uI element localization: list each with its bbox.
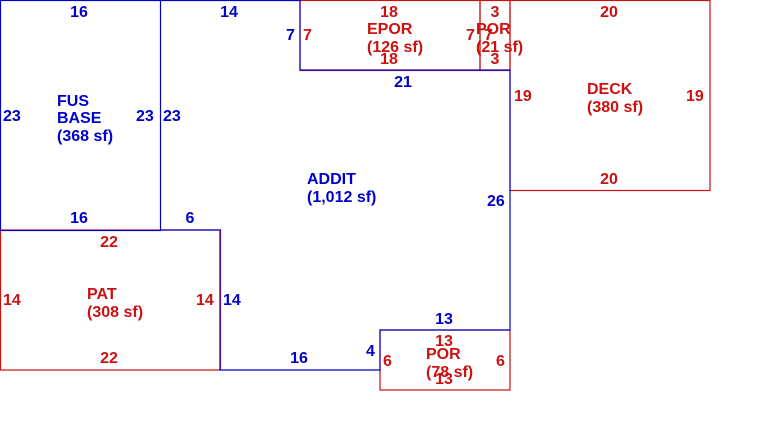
dim-pat-bottom: 22 <box>100 350 118 367</box>
dim-epor-left: 7 <box>303 27 312 44</box>
dim-porb-bottom: 13 <box>435 371 453 388</box>
blue-dimensions: 16 23 23 16 14 23 7 21 26 6 14 16 4 13 <box>3 4 505 367</box>
dim-por-top-top: 3 <box>491 4 500 21</box>
deck-label: DECK <box>587 81 633 98</box>
fus-base-outline <box>0 0 162 232</box>
por-bottom-area: (78 sf) <box>426 364 473 381</box>
dim-epor-bottom: 18 <box>380 51 398 68</box>
dim-addit-left: 23 <box>163 108 181 125</box>
epor-label: EPOR <box>367 21 413 38</box>
por-top-label: POR <box>476 21 511 38</box>
dim-fus-left: 23 <box>3 108 21 125</box>
dim-fus-top: 16 <box>70 4 88 21</box>
dim-addit-top: 14 <box>220 4 238 21</box>
addit-label: ADDIT <box>307 171 356 188</box>
dim-addit-epor-bottom: 21 <box>394 74 412 91</box>
dim-addit-bottom: 16 <box>290 350 308 367</box>
red-dimensions: 18 18 7 7 3 3 7 20 20 19 19 22 22 14 14 … <box>3 4 704 388</box>
area-labels: FUS BASE (368 sf) ADDIT (1,012 sf) EPOR … <box>57 21 643 381</box>
dim-por-top-bottom: 3 <box>491 51 500 68</box>
dim-deck-bottom: 20 <box>600 171 618 188</box>
dim-addit-notch-v: 4 <box>366 343 375 360</box>
fus-base-label-2: BASE <box>57 110 102 127</box>
dim-deck-top: 20 <box>600 4 618 21</box>
addit-outline <box>160 0 511 371</box>
dim-addit-right: 26 <box>487 193 505 210</box>
dim-porb-left: 6 <box>383 353 392 370</box>
dim-pat-left: 14 <box>3 292 21 309</box>
dim-deck-left: 19 <box>514 88 532 105</box>
dim-fus-bottom: 16 <box>70 210 88 227</box>
deck-area: (380 sf) <box>587 99 643 116</box>
dim-addit-notch-top: 13 <box>435 311 453 328</box>
fus-base-label-1: FUS <box>57 93 89 110</box>
dim-deck-right: 19 <box>686 88 704 105</box>
addit-area: (1,012 sf) <box>307 189 376 206</box>
dim-porb-right: 6 <box>496 353 505 370</box>
dim-por-top-right: 7 <box>484 27 493 44</box>
blue-outlines <box>0 0 511 371</box>
fus-base-area: (368 sf) <box>57 128 113 145</box>
por-top-area: (21 sf) <box>476 39 523 56</box>
dim-porb-top: 13 <box>435 333 453 350</box>
dim-pat-top: 22 <box>100 234 118 251</box>
dim-addit-step-v: 7 <box>286 27 295 44</box>
dim-epor-right: 7 <box>466 27 475 44</box>
por-bottom-label: POR <box>426 346 461 363</box>
dim-pat-right: 14 <box>196 292 214 309</box>
dim-fus-right: 23 <box>136 108 154 125</box>
dim-epor-top: 18 <box>380 4 398 21</box>
pat-label: PAT <box>87 286 117 303</box>
epor-area: (126 sf) <box>367 39 423 56</box>
dim-addit-step-h: 6 <box>186 210 195 227</box>
pat-area: (308 sf) <box>87 304 143 321</box>
dim-addit-pat-side: 14 <box>223 292 241 309</box>
